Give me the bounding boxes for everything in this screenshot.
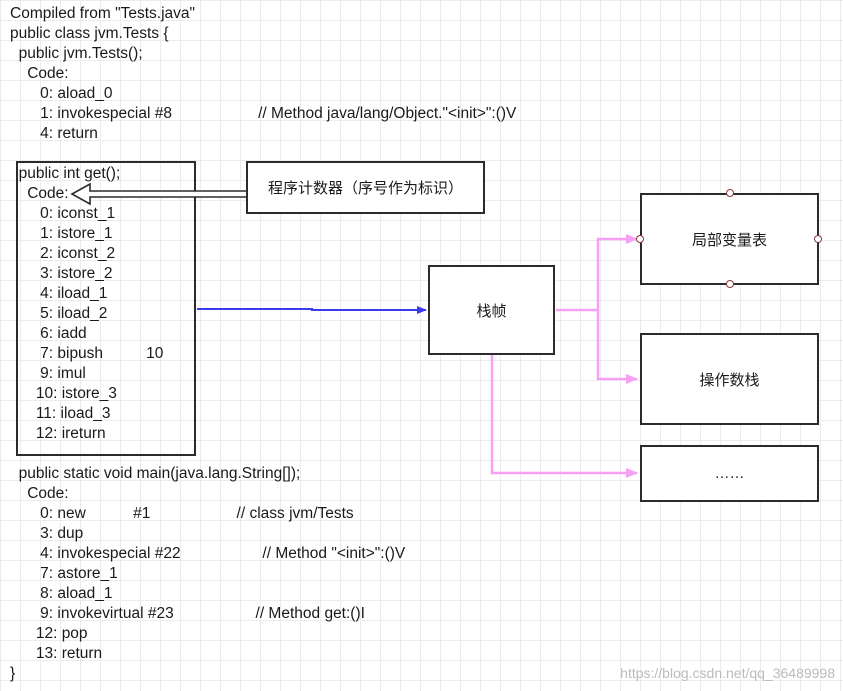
code-line: 1: invokespecial #8 // Method java/lang/… bbox=[10, 105, 517, 122]
stack-frame-box: 栈帧 bbox=[428, 265, 555, 355]
code-line: 5: iload_2 bbox=[10, 305, 108, 322]
code-line: public class jvm.Tests { bbox=[10, 25, 169, 42]
code-line: 4: iload_1 bbox=[10, 285, 108, 302]
code-line: Compiled from "Tests.java" bbox=[10, 5, 196, 22]
code-line: 3: dup bbox=[10, 525, 84, 542]
resize-handle-top[interactable] bbox=[726, 189, 734, 197]
code-line: 7: astore_1 bbox=[10, 565, 118, 582]
code-line: 3: istore_2 bbox=[10, 265, 113, 282]
code-line: 9: imul bbox=[10, 365, 86, 382]
local-variable-table-box[interactable]: 局部变量表 bbox=[640, 193, 819, 285]
code-line: 7: bipush 10 bbox=[10, 345, 164, 362]
code-line: 11: iload_3 bbox=[10, 405, 111, 422]
pc-pointer-arrow bbox=[70, 182, 246, 206]
code-line: 0: aload_0 bbox=[10, 85, 113, 102]
code-line: 1: istore_1 bbox=[10, 225, 113, 242]
resize-handle-left[interactable] bbox=[636, 235, 644, 243]
more-label: …… bbox=[714, 465, 745, 482]
program-counter-label: 程序计数器（序号作为标识） bbox=[267, 180, 463, 197]
code-line: public int get(); bbox=[10, 165, 121, 182]
code-line: 12: ireturn bbox=[10, 425, 106, 442]
local-variable-table-label: 局部变量表 bbox=[691, 231, 767, 249]
code-line: 0: iconst_1 bbox=[10, 205, 116, 222]
watermark: https://blog.csdn.net/qq_36489998 bbox=[620, 665, 835, 681]
resize-handle-right[interactable] bbox=[814, 235, 822, 243]
code-line: Code: bbox=[10, 485, 69, 502]
code-line: 13: return bbox=[10, 645, 103, 662]
program-counter-box: 程序计数器（序号作为标识） bbox=[246, 161, 485, 214]
code-line: Code: bbox=[10, 185, 69, 202]
code-line: 8: aload_1 bbox=[10, 585, 113, 602]
resize-handle-bottom[interactable] bbox=[726, 280, 734, 288]
code-line: Code: bbox=[10, 65, 69, 82]
more-box: …… bbox=[640, 445, 819, 502]
to-operand-arrow bbox=[596, 310, 638, 384]
stack-frame-label: 栈帧 bbox=[476, 302, 507, 320]
operand-stack-box: 操作数栈 bbox=[640, 333, 819, 425]
code-line: 12: pop bbox=[10, 625, 88, 642]
to-more-arrow bbox=[490, 355, 638, 478]
code-line: 2: iconst_2 bbox=[10, 245, 116, 262]
get-method-frame bbox=[16, 161, 196, 456]
code-line: 9: invokevirtual #23 // Method get:()I bbox=[10, 605, 365, 622]
to-locals-arrow bbox=[556, 234, 638, 312]
code-line: public static void main(java.lang.String… bbox=[10, 465, 301, 482]
code-line: 0: new #1 // class jvm/Tests bbox=[10, 505, 354, 522]
frame-link-arrow bbox=[197, 306, 427, 314]
code-line: } bbox=[10, 665, 16, 682]
code-line: 10: istore_3 bbox=[10, 385, 117, 402]
code-line: public jvm.Tests(); bbox=[10, 45, 143, 62]
code-line: 4: invokespecial #22 // Method "<init>":… bbox=[10, 545, 406, 562]
code-line: 6: iadd bbox=[10, 325, 87, 342]
operand-stack-label: 操作数栈 bbox=[699, 371, 760, 389]
code-line: 4: return bbox=[10, 125, 98, 142]
